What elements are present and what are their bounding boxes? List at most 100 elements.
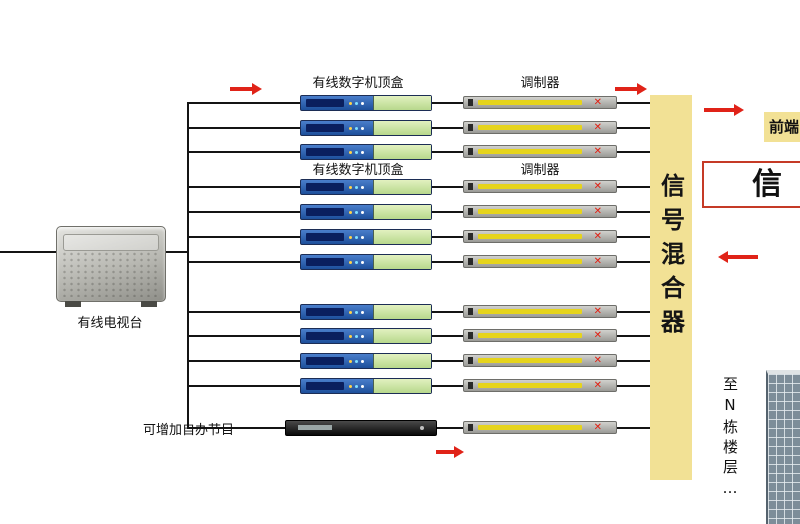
- station-output-line: [163, 251, 188, 253]
- signal-mark-icon: ✕: [593, 256, 602, 267]
- front-end-box: 前端…: [764, 112, 800, 142]
- stb-to-modulator-line: [432, 236, 463, 238]
- trunk-line: [187, 102, 189, 429]
- signal-mark-icon: ✕: [593, 97, 602, 108]
- stb-row: ✕: [188, 229, 650, 245]
- stb-group2-label: 有线数字机顶盒: [312, 163, 404, 178]
- signal-mark-icon: ✕: [593, 146, 602, 157]
- modulator-to-mixer-line: [617, 236, 650, 238]
- flow-arrow-top-left-icon: [230, 83, 262, 95]
- branch-line: [188, 261, 300, 263]
- stb-panel: [373, 205, 431, 219]
- stb-to-modulator-line: [432, 311, 463, 313]
- modulator: ✕: [463, 305, 617, 318]
- stb-panel: [373, 329, 431, 343]
- stb-row: ✕: [188, 328, 650, 344]
- stb-row: ✕: [188, 95, 650, 111]
- modulator-to-mixer-line: [617, 385, 650, 387]
- signal-mixer-label: 信号混合器: [656, 172, 685, 343]
- flow-arrow-top-right-icon: [615, 83, 647, 95]
- stb-to-modulator-line: [432, 360, 463, 362]
- set-top-box: [300, 179, 432, 195]
- modulator-group2-label: 调制器: [520, 163, 560, 178]
- set-top-box: [300, 304, 432, 320]
- stb-panel: [373, 379, 431, 393]
- modulator: ✕: [463, 354, 617, 367]
- set-top-box: [300, 353, 432, 369]
- stb-display: [306, 99, 344, 107]
- stb-panel: [373, 121, 431, 135]
- stb-to-modulator-line: [432, 127, 463, 129]
- stb-display: [306, 382, 344, 390]
- stb-display: [306, 233, 344, 241]
- stb-display: [306, 308, 344, 316]
- station-label: 有线电视台: [77, 316, 143, 331]
- modulator: ✕: [463, 255, 617, 268]
- stb-display: [306, 208, 344, 216]
- stb-display: [306, 332, 344, 340]
- modulator: ✕: [463, 379, 617, 392]
- stb-panel: [373, 230, 431, 244]
- signal-mark-icon: ✕: [593, 330, 602, 341]
- branch-line: [188, 102, 300, 104]
- stb-panel: [373, 305, 431, 319]
- stb-display: [306, 148, 344, 156]
- player-to-modulator-line: [437, 427, 463, 429]
- stb-to-modulator-line: [432, 385, 463, 387]
- stb-to-modulator-line: [432, 102, 463, 104]
- stb-row: ✕: [188, 378, 650, 394]
- signal-mark-icon: ✕: [593, 206, 602, 217]
- modulator: ✕: [463, 121, 617, 134]
- to-building-label: 至N栋楼层…: [721, 376, 739, 502]
- set-top-box: [300, 378, 432, 394]
- cable-tv-station-device: [56, 226, 166, 307]
- branch-line: [188, 186, 300, 188]
- modulator-to-mixer-line: [617, 335, 650, 337]
- stb-to-modulator-line: [432, 151, 463, 153]
- set-top-box: [300, 144, 432, 160]
- stb-display: [306, 183, 344, 191]
- set-top-box: [300, 120, 432, 136]
- set-top-box: [300, 204, 432, 220]
- modulator-to-mixer-line: [617, 427, 650, 429]
- input-line: [0, 251, 58, 253]
- stb-row: ✕: [188, 144, 650, 160]
- stb-row: ✕: [188, 304, 650, 320]
- flow-arrow-bottom-icon: [436, 446, 464, 458]
- self-program-label: 可增加自办节目: [143, 423, 235, 438]
- set-top-box: [300, 254, 432, 270]
- branch-line: [188, 360, 300, 362]
- modulator: ✕: [463, 329, 617, 342]
- branch-line: [188, 211, 300, 213]
- signal-mixer-box: 信号混合器: [650, 95, 692, 480]
- branch-line: [188, 335, 300, 337]
- stb-row: ✕: [188, 353, 650, 369]
- modulator-to-mixer-line: [617, 211, 650, 213]
- set-top-box: [300, 95, 432, 111]
- modulator: ✕: [463, 205, 617, 218]
- set-top-box: [300, 328, 432, 344]
- stb-panel: [373, 255, 431, 269]
- modulator: ✕: [463, 145, 617, 158]
- stb-group1-label: 有线数字机顶盒: [312, 76, 404, 91]
- stb-to-modulator-line: [432, 186, 463, 188]
- modulator: ✕: [463, 180, 617, 193]
- modulator-to-mixer-line: [617, 360, 650, 362]
- station-texture: [61, 251, 161, 297]
- stb-display: [306, 357, 344, 365]
- front-end-label: 前端…: [769, 118, 800, 136]
- signal-mark-icon: ✕: [593, 380, 602, 391]
- building-photo: [766, 370, 800, 524]
- modulator-to-mixer-line: [617, 261, 650, 263]
- signal-mark-icon: ✕: [593, 306, 602, 317]
- stb-row: ✕: [188, 254, 650, 270]
- modulator-to-mixer-line: [617, 186, 650, 188]
- modulator-to-mixer-line: [617, 102, 650, 104]
- modulator: ✕: [463, 421, 617, 434]
- branch-line: [188, 127, 300, 129]
- stb-row: ✕: [188, 204, 650, 220]
- stb-to-modulator-line: [432, 211, 463, 213]
- branch-line: [188, 236, 300, 238]
- stb-row: ✕: [188, 179, 650, 195]
